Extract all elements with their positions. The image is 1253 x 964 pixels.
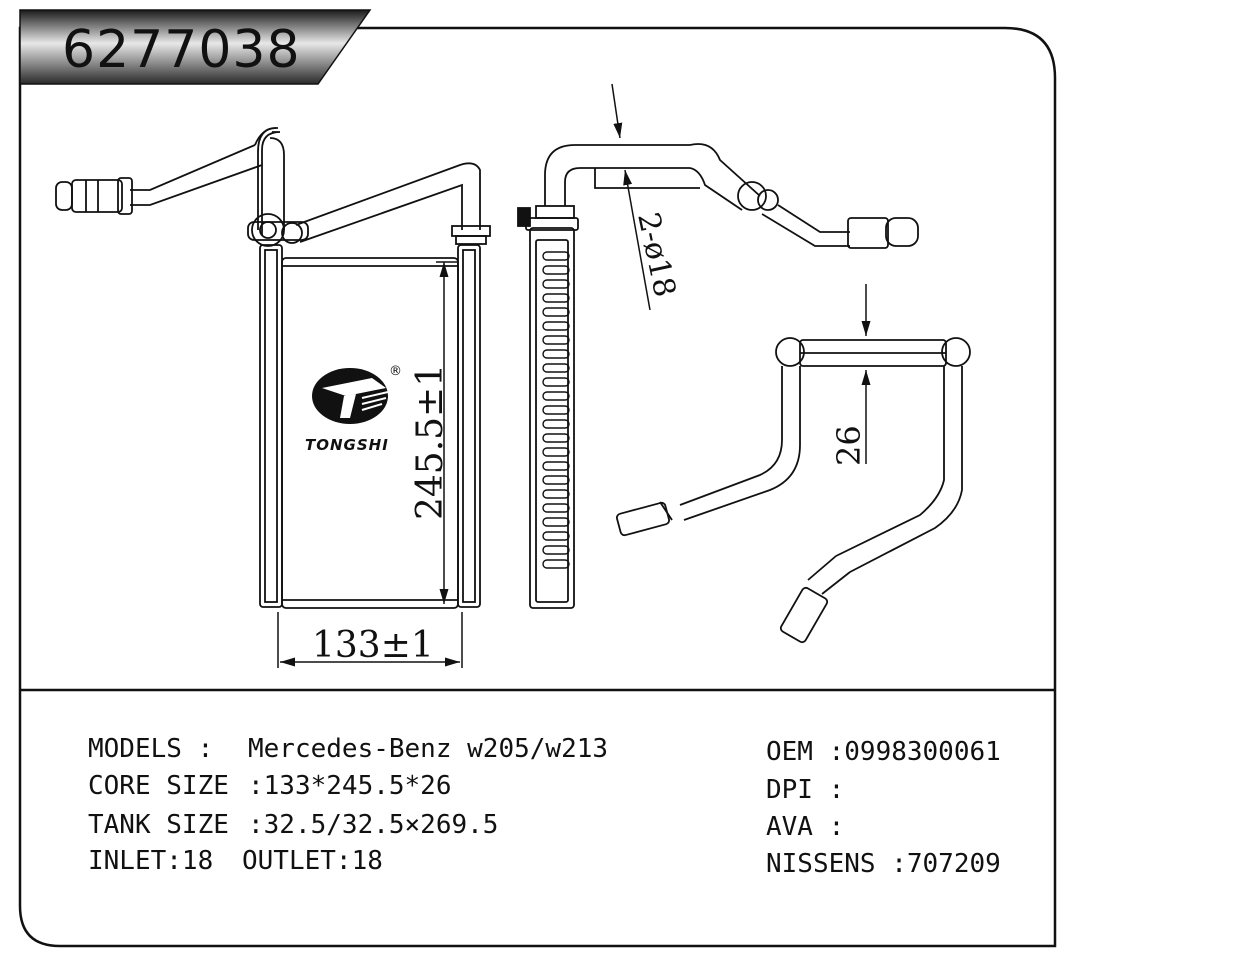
- outer-border: [18, 26, 1057, 948]
- fin-slot: [542, 349, 570, 359]
- fin-slot: [542, 559, 570, 569]
- fin-slot: [542, 503, 570, 513]
- outlet-value: OUTLET:18: [242, 846, 383, 876]
- models-label: MODELS :: [88, 734, 214, 764]
- fin-slot: [542, 433, 570, 443]
- core-height-label: 245.5±1: [410, 364, 451, 520]
- core-size-value: :133*245.5*26: [248, 771, 452, 801]
- fin-slot: [542, 447, 570, 457]
- core-size-label: CORE SIZE: [88, 771, 229, 801]
- nissens-reference: NISSENS :707209: [766, 849, 1001, 879]
- thickness-label: 26: [830, 425, 868, 466]
- fin-slot: [542, 293, 570, 303]
- fin-slot: [542, 251, 570, 261]
- brand-name: TONGSHI: [305, 436, 389, 454]
- fin-slot: [542, 307, 570, 317]
- tongshi-logo-icon: [312, 368, 389, 424]
- fin-slot: [542, 377, 570, 387]
- front-dimensions: [277, 261, 463, 668]
- pipe-diameter-label: 2-ø18: [630, 209, 682, 300]
- registered-mark: ®: [389, 364, 402, 379]
- fin-slot: [542, 335, 570, 345]
- side-view: [517, 143, 919, 609]
- inlet-value: INLET:18: [88, 846, 214, 876]
- side-fins: [542, 251, 570, 569]
- fin-slot: [542, 545, 570, 555]
- dpi-reference: DPI :: [766, 775, 845, 805]
- fin-slot: [542, 517, 570, 527]
- fin-slot: [542, 279, 570, 289]
- fin-slot: [542, 391, 570, 401]
- title-tab: [19, 9, 372, 85]
- models-value: Mercedes-Benz w205/w213: [248, 734, 609, 764]
- top-view: [616, 337, 971, 644]
- ava-reference: AVA :: [766, 812, 845, 842]
- front-view: [55, 127, 491, 609]
- fin-slot: [542, 531, 570, 541]
- fin-slot: [542, 475, 570, 485]
- pipe-diameter-dimension: [611, 83, 651, 311]
- fin-slot: [542, 405, 570, 415]
- core-width-label: 133±1: [312, 625, 434, 666]
- part-number: 6277038: [62, 20, 301, 80]
- fin-slot: [542, 419, 570, 429]
- tank-size-label: TANK SIZE: [88, 810, 229, 840]
- fin-slot: [542, 321, 570, 331]
- fin-slot: [542, 265, 570, 275]
- fin-slot: [542, 461, 570, 471]
- oem-reference: OEM :0998300061: [766, 737, 1001, 767]
- fin-slot: [542, 363, 570, 373]
- tank-size-value: :32.5/32.5×269.5: [248, 810, 499, 840]
- fin-slot: [542, 489, 570, 499]
